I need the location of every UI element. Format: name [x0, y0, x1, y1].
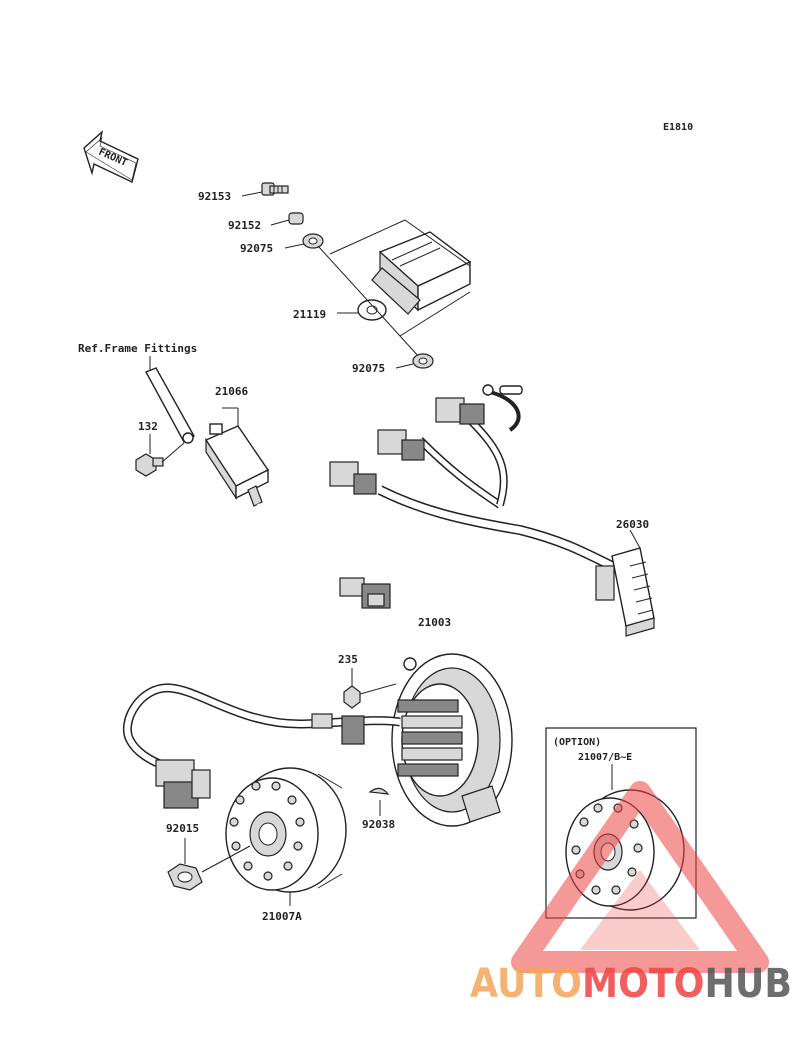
- flywheel-21007A: [225, 767, 347, 893]
- label-21007-BE: 21007/B~E: [578, 752, 632, 763]
- watermark-triangle-icon: [511, 781, 769, 973]
- collar-92152: [288, 212, 304, 225]
- stator-lead: [122, 683, 401, 809]
- ref-frame-note: Ref.Frame Fittings: [78, 342, 197, 355]
- label-92038: 92038: [362, 818, 395, 831]
- label-92152: 92152: [228, 219, 261, 232]
- svg-text:AUTOMOTOHUB: AUTOMOTOHUB: [470, 961, 792, 1007]
- label-92075-lower: 92075: [352, 362, 385, 375]
- diagram-code: E1810: [663, 122, 693, 133]
- label-21066: 21066: [215, 385, 248, 398]
- label-92075-upper: 92075: [240, 242, 273, 255]
- label-92015: 92015: [166, 822, 199, 835]
- bolt-92153: [261, 182, 289, 196]
- regulator-21119: [357, 231, 472, 321]
- label-92153: 92153: [198, 190, 231, 203]
- grommet-92075-lower: [412, 353, 434, 369]
- front-arrow-icon: FRONT: [83, 130, 139, 183]
- label-132: 132: [138, 420, 158, 433]
- nut-92015: [167, 863, 203, 891]
- watermark-moto: MOTO: [582, 961, 705, 1007]
- bolt-132: [135, 453, 164, 477]
- label-235: 235: [338, 653, 358, 666]
- label-26030: 26030: [616, 518, 649, 531]
- screw-235: [343, 683, 397, 709]
- grommet-92075-upper: [302, 233, 324, 249]
- cdi-unit-21066: [204, 407, 391, 609]
- key-92038: [368, 787, 390, 795]
- watermark: AUTOMOTOHUB: [470, 781, 792, 1007]
- watermark-hub: HUB: [705, 961, 792, 1007]
- stator-21003: [391, 653, 513, 827]
- label-21119: 21119: [293, 308, 326, 321]
- option-label: (OPTION): [553, 737, 601, 748]
- label-21007A: 21007A: [262, 910, 302, 923]
- watermark-auto: AUTO: [470, 961, 582, 1007]
- harness-26030: [329, 384, 655, 637]
- label-21003: 21003: [418, 616, 451, 629]
- frame-strap: [145, 367, 195, 444]
- regulator-group: 92153 92152 92075 21119: [198, 182, 472, 375]
